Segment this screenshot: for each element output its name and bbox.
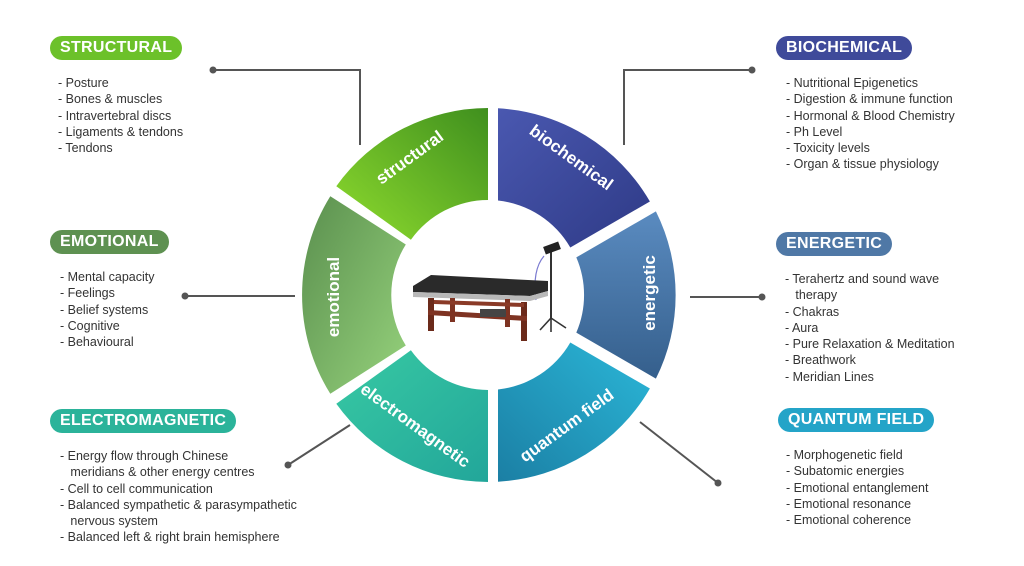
list-electromagnetic: - Energy flow through Chinese meridians … — [60, 448, 297, 546]
list-item: - Hormonal & Blood Chemistry — [786, 108, 955, 123]
connector-dot-energetic — [758, 293, 766, 301]
segment-biochemical — [498, 108, 650, 248]
connector-quantum — [639, 421, 719, 484]
pill-biochemical: BIOCHEMICAL — [776, 36, 913, 60]
connector-electromagnetic — [287, 424, 351, 466]
list-item: - Intravertebral discs — [58, 108, 172, 123]
list-item: - Meridian Lines — [785, 369, 874, 384]
list-item: - Bones & muscles — [58, 92, 163, 107]
segment-energetic — [576, 211, 676, 379]
list-energetic: - Terahertz and sound wave therapy - Cha… — [785, 271, 955, 385]
connector-dot-emotional — [181, 292, 189, 300]
therapy-table-icon — [413, 241, 567, 341]
list-item: - Pure Relaxation & Meditation — [785, 337, 955, 352]
list-item: - Morphogenetic field — [786, 448, 903, 462]
connector-dot-electromagnetic — [284, 461, 292, 469]
list-quantum-field: - Morphogenetic field - Subatomic energi… — [786, 447, 928, 528]
list-item: therapy — [785, 288, 838, 303]
list-item: - Behavioural — [60, 335, 134, 350]
connector-biochemical — [623, 69, 752, 145]
list-item: - Tendons — [58, 141, 113, 156]
list-item: - Digestion & immune function — [786, 92, 953, 107]
connector-dot-quantum — [714, 479, 722, 487]
list-item: - Emotional entanglement — [786, 480, 929, 495]
list-item: nervous system — [60, 514, 158, 529]
list-item: - Chakras — [785, 304, 840, 319]
list-item: - Breathwork — [785, 353, 856, 368]
pill-quantum-field: QUANTUM FIELD — [778, 408, 935, 432]
list-item: - Energy flow through Chinese — [60, 449, 229, 463]
list-item: - Mental capacity — [60, 270, 155, 284]
list-item: - Feelings — [60, 286, 115, 301]
list-item: - Toxicity levels — [786, 141, 870, 156]
segment-emotional — [302, 196, 406, 394]
list-item: - Nutritional Epigenetics — [786, 76, 919, 90]
list-item: - Aura — [785, 320, 819, 335]
list-item: - Emotional resonance — [786, 496, 912, 511]
list-item: - Terahertz and sound wave — [785, 272, 940, 286]
list-item: - Balanced left & right brain hemisphere — [60, 530, 280, 545]
list-item: - Balanced sympathetic & parasympathetic — [60, 497, 297, 512]
list-item: - Cell to cell communication — [60, 481, 213, 496]
list-item: - Organ & tissue physiology — [786, 157, 939, 172]
list-item: - Subatomic energies — [786, 464, 905, 479]
pill-structural: STRUCTURAL — [50, 36, 183, 60]
pill-emotional: EMOTIONAL — [50, 230, 169, 254]
list-item: - Posture — [58, 76, 109, 90]
list-biochemical: - Nutritional Epigenetics - Digestion & … — [786, 75, 955, 173]
connector-structural — [213, 69, 361, 145]
connector-dot-structural — [209, 66, 217, 74]
segment-structural — [336, 108, 488, 240]
list-item: - Emotional coherence — [786, 513, 912, 528]
segment-label-energetic: energetic — [640, 255, 659, 331]
pill-energetic: ENERGETIC — [776, 232, 893, 256]
list-structural: - Posture - Bones & muscles - Intraverte… — [58, 75, 183, 156]
list-emotional: - Mental capacity - Feelings - Belief sy… — [60, 269, 154, 350]
connector-dot-biochemical — [748, 66, 756, 74]
list-item: - Ligaments & tendons — [58, 124, 184, 139]
segment-electromagnetic — [336, 350, 488, 482]
list-item: meridians & other energy centres — [60, 465, 255, 480]
list-item: - Belief systems — [60, 302, 149, 317]
pill-electromagnetic: ELECTROMAGNETIC — [50, 409, 237, 433]
list-item: - Ph Level — [786, 124, 843, 139]
list-item: - Cognitive — [60, 318, 120, 333]
segment-label-emotional: emotional — [324, 257, 343, 337]
segment-quantum — [498, 342, 650, 482]
